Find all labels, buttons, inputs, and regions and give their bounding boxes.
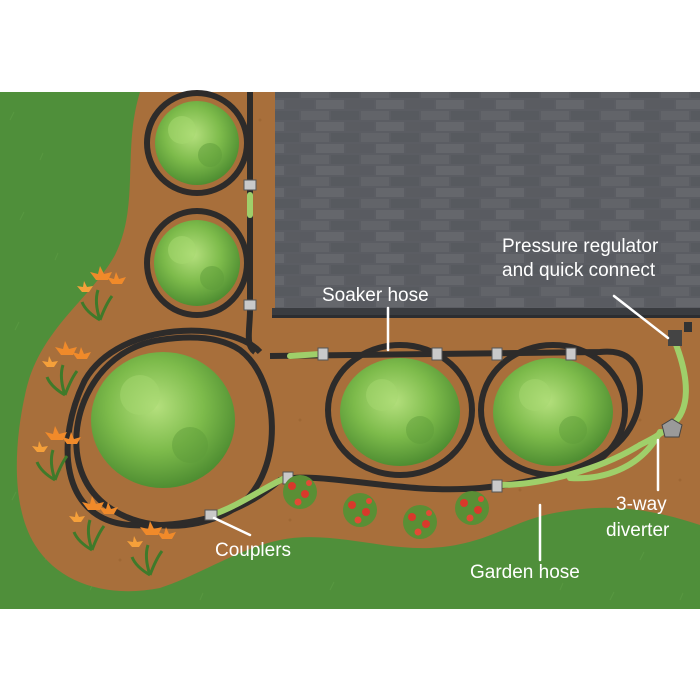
- leader-pressure-regulator: [612, 294, 670, 340]
- label-three-way-line1: 3-way: [616, 494, 667, 515]
- soaker-ring-3: [73, 334, 275, 529]
- daylily-icon: [77, 266, 126, 322]
- round-shrub-icon: [91, 352, 235, 488]
- red-flower-bush-icon: [403, 505, 437, 539]
- leader-couplers: [212, 516, 252, 537]
- label-pressure-regulator-line2: and quick connect: [502, 260, 656, 281]
- label-couplers: Couplers: [215, 540, 291, 561]
- round-shrub-icon: [493, 358, 613, 466]
- daylily-icon: [69, 496, 118, 552]
- label-three-way-line2: diverter: [606, 520, 670, 541]
- round-shrub-icon: [154, 220, 240, 306]
- round-shrub-icon: [155, 101, 239, 185]
- daylily-icon: [127, 521, 176, 577]
- house-roof: [272, 92, 700, 318]
- soaker-ring-4: [325, 342, 475, 478]
- label-soaker-hose: Soaker hose: [322, 285, 429, 306]
- label-garden-hose: Garden hose: [470, 562, 580, 583]
- garden-hose: [209, 192, 689, 518]
- red-flower-bush-icon: [455, 491, 489, 525]
- label-pressure-regulator-line1: Pressure regulator: [502, 236, 659, 257]
- round-shrub-icon: [340, 358, 460, 466]
- daylily-icon: [42, 341, 91, 397]
- red-flower-bush-icon: [343, 493, 377, 527]
- leader-lines: [212, 294, 670, 562]
- y-diverter-icon: [661, 418, 683, 438]
- hose-coupler-icon: [204, 179, 577, 521]
- spigot-icon: [668, 322, 692, 346]
- daylily-icon: [32, 426, 81, 482]
- red-flower-bush-icon: [283, 475, 317, 509]
